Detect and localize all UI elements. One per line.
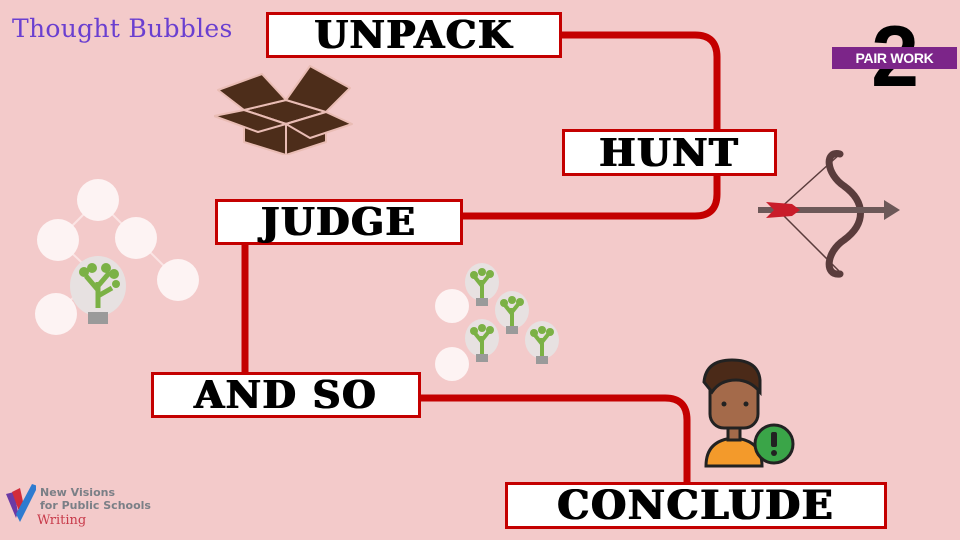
idea-bubble-network-icon bbox=[35, 179, 199, 335]
step-conclude: CONCLUDE bbox=[505, 482, 887, 529]
step-and-so: AND SO bbox=[151, 372, 421, 418]
person-exclamation-icon bbox=[702, 358, 795, 468]
step-unpack: UNPACK bbox=[266, 12, 562, 58]
lightbulb-tree-cluster-icon bbox=[435, 263, 559, 381]
step-hunt: HUNT bbox=[562, 129, 777, 176]
step-label: AND SO bbox=[194, 372, 378, 417]
step-label: JUDGE bbox=[261, 199, 417, 244]
pair-work-badge: 2 PAIR WORK bbox=[832, 14, 957, 104]
step-label: CONCLUDE bbox=[557, 481, 835, 529]
pair-label: PAIR WORK bbox=[832, 47, 957, 69]
step-judge: JUDGE bbox=[215, 199, 463, 245]
new-visions-logo: New Visions for Public Schools Writing bbox=[4, 484, 184, 534]
step-label: HUNT bbox=[599, 129, 740, 175]
bow-and-arrow-icon bbox=[758, 150, 900, 278]
step-label: UNPACK bbox=[314, 12, 514, 57]
checkmark-logo-icon bbox=[6, 484, 36, 522]
open-box-icon bbox=[214, 65, 353, 155]
bulb bbox=[465, 263, 499, 306]
logo-subtitle: Writing bbox=[37, 513, 87, 528]
logo-org-name: New Visions for Public Schools bbox=[40, 486, 151, 512]
slide-title: Thought Bubbles bbox=[12, 14, 233, 43]
